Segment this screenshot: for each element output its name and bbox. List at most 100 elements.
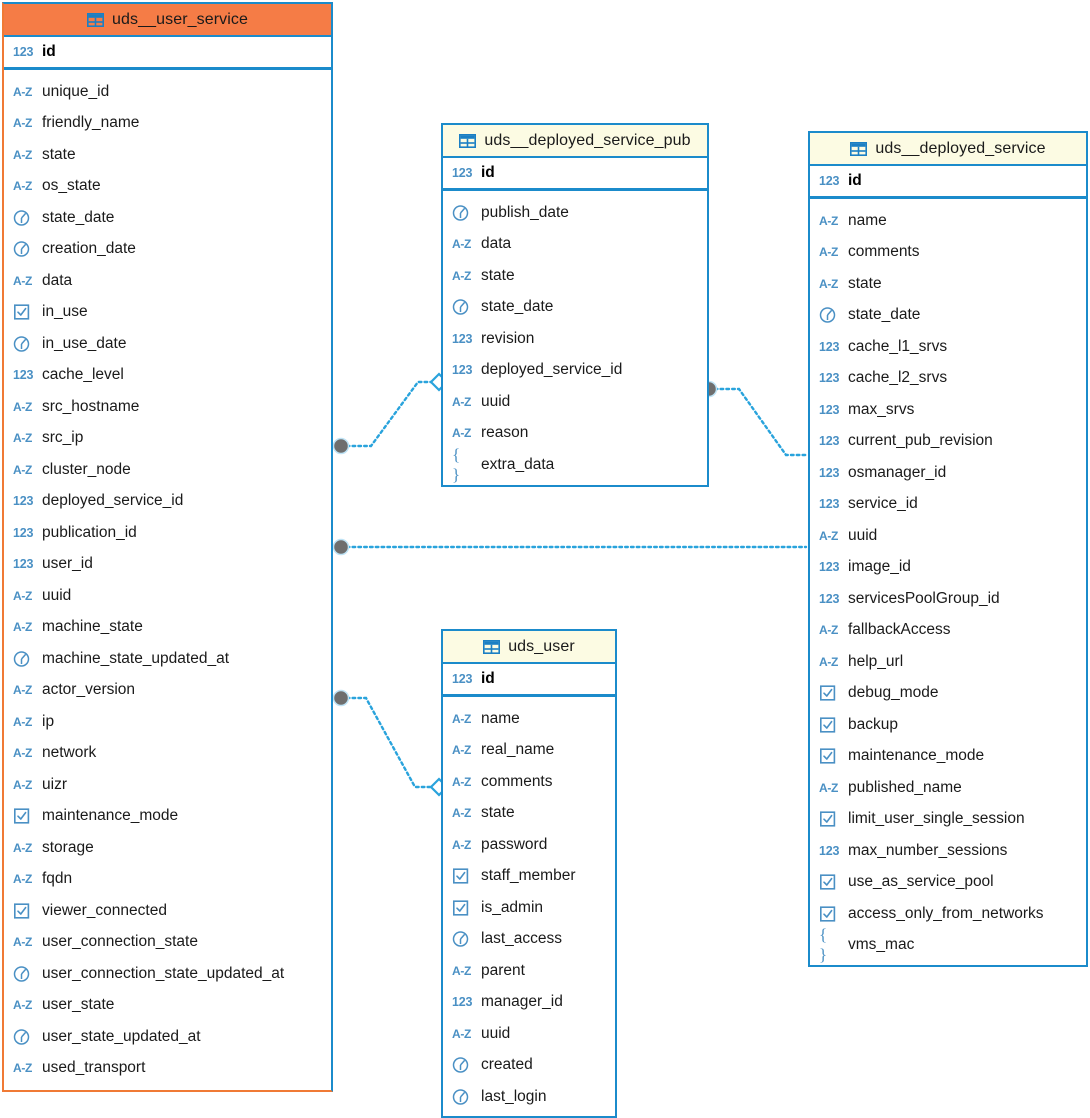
column-name: extra_data <box>481 455 555 473</box>
column-row[interactable]: is_admin <box>443 892 615 924</box>
column-row[interactable]: in_use <box>4 297 331 329</box>
primary-key-row[interactable]: 123 id <box>810 166 1086 199</box>
column-row[interactable]: viewer_connected <box>4 895 331 927</box>
column-row[interactable]: limit_user_single_session <box>810 804 1086 836</box>
entity-header[interactable]: uds__user_service <box>4 4 331 37</box>
column-row[interactable]: debug_mode <box>810 678 1086 710</box>
text-type-icon: A-Z <box>13 116 33 131</box>
column-row[interactable]: { }vms_mac <box>810 925 1086 964</box>
number-type-icon: 123 <box>13 368 34 383</box>
column-name: published_name <box>848 778 962 796</box>
column-row[interactable]: machine_state_updated_at <box>4 643 331 675</box>
column-row[interactable]: state_date <box>4 202 331 234</box>
entity-header[interactable]: uds_user <box>443 631 615 664</box>
column-row[interactable]: user_connection_state_updated_at <box>4 958 331 990</box>
column-row[interactable]: user_state_updated_at <box>4 1021 331 1053</box>
entity-header[interactable]: uds__deployed_service <box>810 133 1086 166</box>
column-row[interactable]: use_as_service_pool <box>810 867 1086 899</box>
column-row[interactable]: state_date <box>810 300 1086 332</box>
column-row[interactable]: staff_member <box>443 861 615 893</box>
primary-key-row[interactable]: 123 id <box>443 158 707 191</box>
column-row[interactable]: creation_date <box>4 234 331 266</box>
column-row[interactable]: last_access <box>443 924 615 956</box>
entity-header[interactable]: uds__deployed_service_pub <box>443 125 707 158</box>
column-row[interactable]: created <box>443 1050 615 1082</box>
column-row[interactable]: last_login <box>443 1081 615 1113</box>
column-row[interactable]: state_date <box>443 292 707 324</box>
column-name: network <box>42 744 97 762</box>
clock-icon <box>452 1057 469 1073</box>
column-row[interactable]: backup <box>810 709 1086 741</box>
column-name: id <box>848 172 862 189</box>
entity-uds-deployed-service-pub[interactable]: uds__deployed_service_pub 123 id publish… <box>441 123 709 487</box>
primary-key-row[interactable]: 123 id <box>4 37 331 70</box>
column-row[interactable]: access_only_from_networks <box>810 898 1086 930</box>
column-name: last_access <box>481 930 562 948</box>
primary-key-row[interactable]: 123 id <box>443 664 615 697</box>
column-row[interactable]: in_use_date <box>4 328 331 360</box>
json-type-icon: { } <box>452 444 462 484</box>
column-row[interactable]: publish_date <box>443 197 707 229</box>
column-row[interactable]: maintenance_mode <box>810 741 1086 773</box>
entity-title: uds_user <box>508 637 575 655</box>
column-row[interactable]: maintenance_mode <box>4 801 331 833</box>
column-row[interactable]: { } extra_data <box>443 445 707 484</box>
